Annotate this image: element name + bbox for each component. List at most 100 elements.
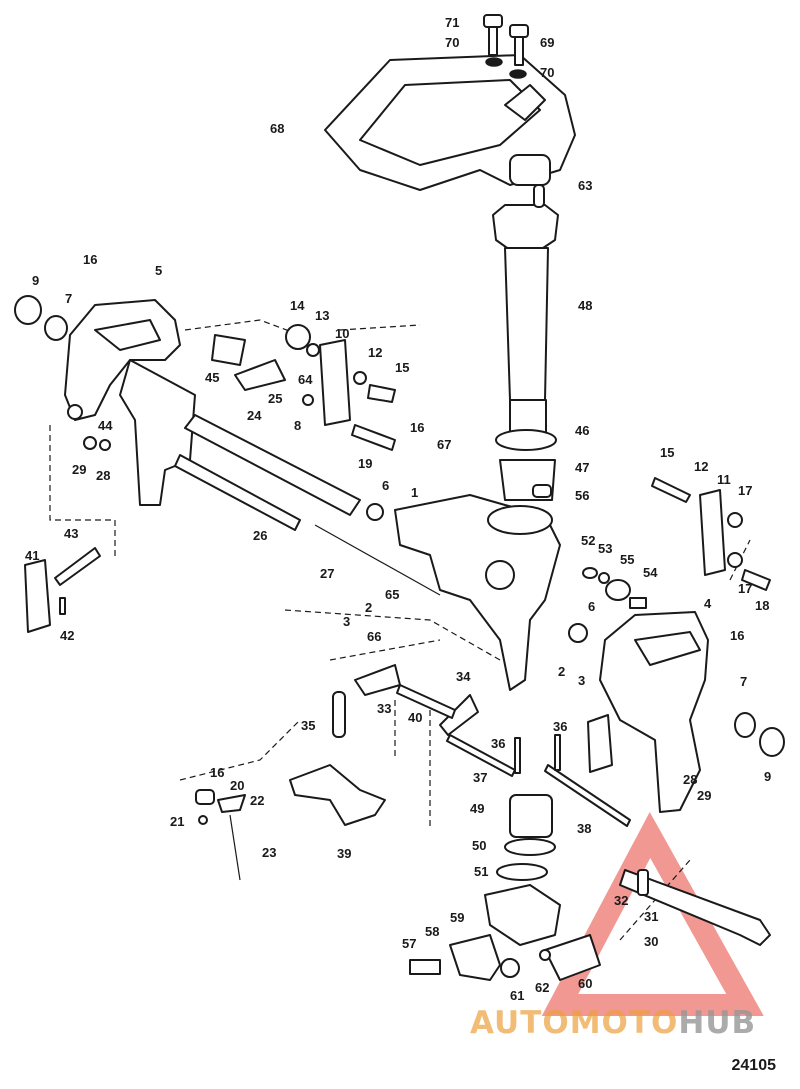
callout-label: 33 (377, 701, 391, 716)
tubes (174, 414, 441, 596)
callout-label: 3 (343, 614, 350, 629)
swivel-bracket (394, 494, 561, 691)
callout-label: 54 (643, 565, 658, 580)
callout-label: 51 (474, 864, 488, 879)
callout-label: 69 (540, 35, 554, 50)
watermark-triangle (541, 811, 764, 1016)
clamp-screw-left (24, 547, 101, 633)
callout-label: 68 (270, 121, 284, 136)
clamp-bracket-right (587, 611, 785, 813)
knobs-left (14, 295, 111, 451)
callout-label: 5 (155, 263, 162, 278)
callout-label: 43 (64, 526, 78, 541)
pivot-plate-left-parts (211, 324, 396, 426)
callout-label: 8 (294, 418, 301, 433)
callout-label: 70 (445, 35, 459, 50)
callout-label: 48 (578, 298, 592, 313)
callout-label: 49 (470, 801, 484, 816)
handle-bolts (483, 14, 529, 79)
callout-label: 15 (660, 445, 674, 460)
pivot-plate-right-parts (651, 477, 771, 591)
callout-label: 29 (697, 788, 711, 803)
callout-label: 31 (644, 909, 658, 924)
callout-label: 16 (210, 765, 224, 780)
callout-label: 70 (540, 65, 554, 80)
callout-label: 45 (205, 370, 219, 385)
watermark-text-part2: HUB (678, 1005, 757, 1041)
callout-label: 63 (578, 178, 592, 193)
callout-label: 36 (553, 719, 567, 734)
callout-label: 32 (614, 893, 628, 908)
callout-label: 65 (385, 587, 399, 602)
callout-label: 38 (577, 821, 591, 836)
callout-label: 28 (96, 468, 110, 483)
callout-label: 58 (425, 924, 439, 939)
callout-label: 26 (253, 528, 267, 543)
callout-label: 41 (25, 548, 39, 563)
callout-label: 59 (450, 910, 464, 925)
callout-label: 11 (717, 472, 731, 487)
rods (446, 734, 631, 827)
callout-label: 9 (764, 769, 771, 784)
callout-label: 50 (472, 838, 486, 853)
linkage-parts (289, 664, 479, 826)
callout-label: 1 (411, 485, 418, 500)
figure-number: 24105 (731, 1057, 777, 1074)
callout-label: 39 (337, 846, 351, 861)
watermark-text-part1: AUTOMOTO (470, 1005, 679, 1041)
callout-label: 46 (575, 423, 589, 438)
center-small-parts (568, 567, 647, 643)
callout-label: 55 (620, 552, 634, 567)
callout-label: 7 (740, 674, 747, 689)
lower-clamp-parts (409, 884, 601, 981)
callout-label: 44 (98, 418, 113, 433)
callout-label: 2 (558, 664, 565, 679)
callout-label: 23 (262, 845, 276, 860)
callout-label: 47 (575, 460, 589, 475)
steering-column (492, 184, 559, 501)
callout-label: 19 (358, 456, 372, 471)
lower-left-parts (195, 789, 246, 881)
callout-label: 29 (72, 462, 86, 477)
callout-label: 17 (738, 581, 752, 596)
callout-label: 64 (298, 372, 313, 387)
callout-label: 15 (395, 360, 409, 375)
callout-label: 6 (588, 599, 595, 614)
callout-label: 34 (456, 669, 471, 684)
callout-label: 12 (694, 459, 708, 474)
tiller-handle (324, 54, 576, 191)
callout-label: 53 (598, 541, 612, 556)
callout-label: 71 (445, 15, 459, 30)
callout-label: 20 (230, 778, 244, 793)
callout-label: 18 (755, 598, 769, 613)
watermark-text: AUTOMOTOHUB (470, 1005, 756, 1041)
callout-label: 17 (738, 483, 752, 498)
clamp-bracket-left (64, 299, 196, 506)
callout-label: 2 (365, 600, 372, 615)
callout-label: 66 (367, 629, 381, 644)
steering-cable (619, 869, 771, 946)
callout-label: 7 (65, 291, 72, 306)
callout-label: 67 (437, 437, 451, 452)
callout-labels: 71 70 69 70 68 63 48 46 47 56 16 9 7 5 1… (25, 15, 771, 1003)
callout-label: 4 (704, 596, 712, 611)
callout-label: 16 (83, 252, 97, 267)
callout-label: 22 (250, 793, 264, 808)
callout-label: 57 (402, 936, 416, 951)
lower-bushings (496, 794, 556, 881)
callout-label: 16 (410, 420, 424, 435)
callout-label: 40 (408, 710, 422, 725)
callout-label: 30 (644, 934, 658, 949)
callout-label: 35 (301, 718, 315, 733)
callout-label: 9 (32, 273, 39, 288)
callout-label: 6 (382, 478, 389, 493)
callout-label: 28 (683, 772, 697, 787)
callout-label: 10 (335, 326, 349, 341)
callout-label: 52 (581, 533, 595, 548)
callout-label: 3 (578, 673, 585, 688)
callout-label: 24 (247, 408, 262, 423)
callout-label: 42 (60, 628, 74, 643)
callout-label: 25 (268, 391, 282, 406)
callout-label: 14 (290, 298, 305, 313)
